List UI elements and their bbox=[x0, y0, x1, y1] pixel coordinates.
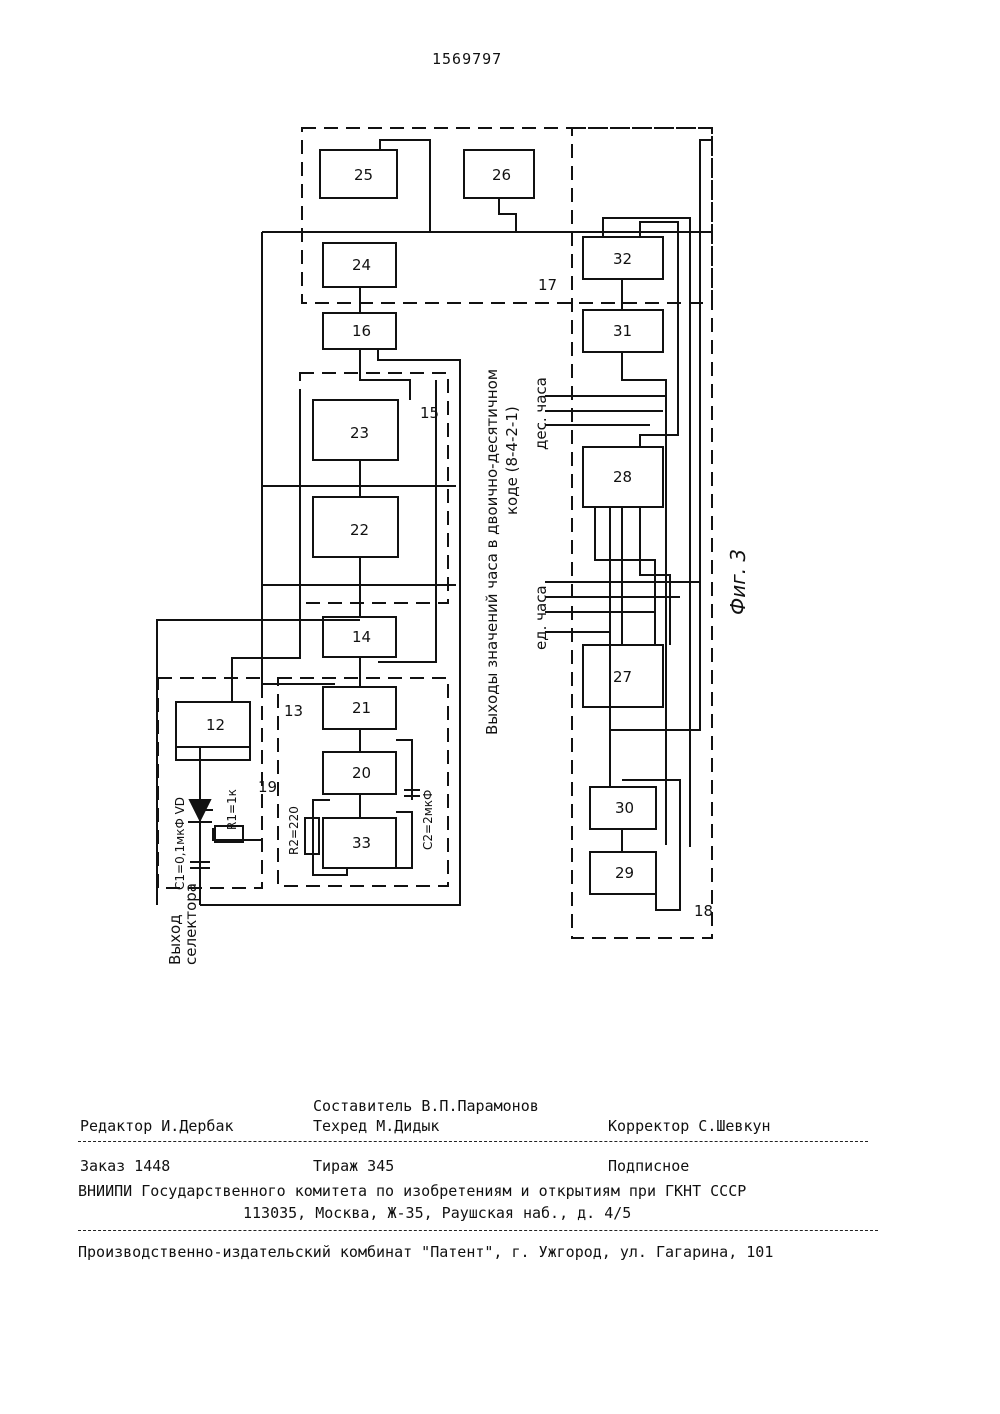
circuit-diagram: 25 26 24 16 23 22 14 21 20 33 12 32 31 2… bbox=[0, 0, 1000, 1000]
block-label: 30 bbox=[615, 799, 634, 817]
c2-label: C2=2мкФ bbox=[421, 790, 435, 850]
org-line-1: ВНИИПИ Государственного комитета по изоб… bbox=[78, 1182, 746, 1200]
dec-hours-label: дес. часа bbox=[532, 377, 550, 450]
c1-label: C1=0,1мкФ VD bbox=[173, 797, 187, 890]
block-label: 27 bbox=[613, 668, 632, 686]
group-label: 15 bbox=[420, 404, 439, 422]
block-label: 28 bbox=[613, 468, 632, 486]
group-17-outline bbox=[302, 128, 712, 303]
techred: Техред М.Дидык bbox=[313, 1117, 439, 1135]
block-label: 23 bbox=[350, 424, 369, 442]
block-label: 33 bbox=[352, 834, 371, 852]
figure-vertical-title-1: Выходы значений часа в двоично-десятично… bbox=[483, 369, 501, 735]
figure-vertical-title-2: коде (8-4-2-1) bbox=[503, 406, 521, 515]
order: Заказ 1448 bbox=[80, 1157, 170, 1175]
divider bbox=[78, 1141, 868, 1142]
block-label: 24 bbox=[352, 256, 371, 274]
block-label: 32 bbox=[613, 250, 632, 268]
block-label: 25 bbox=[354, 166, 373, 184]
block-label: 29 bbox=[615, 864, 634, 882]
r2-label: R2=220 bbox=[287, 806, 301, 855]
group-label: 17 bbox=[538, 276, 557, 294]
divider bbox=[78, 1230, 878, 1231]
block-label: 22 bbox=[350, 521, 369, 539]
input-label-2: селектора bbox=[182, 883, 200, 965]
printer: Производственно-издательский комбинат "П… bbox=[78, 1243, 773, 1261]
block-label: 14 bbox=[352, 628, 371, 646]
editor: Редактор И.Дербак bbox=[80, 1117, 234, 1135]
block-label: 26 bbox=[492, 166, 511, 184]
corrector: Корректор С.Шевкун bbox=[608, 1117, 771, 1135]
block-label: 20 bbox=[352, 764, 371, 782]
block-label: 12 bbox=[206, 716, 225, 734]
block-label: 31 bbox=[613, 322, 632, 340]
group-label: 19 bbox=[258, 778, 277, 796]
figure-caption: Фиг. 3 bbox=[726, 549, 750, 615]
circulation: Тираж 345 bbox=[313, 1157, 394, 1175]
subscription: Подписное bbox=[608, 1157, 689, 1175]
units-hours-label: ед. часа bbox=[532, 585, 550, 650]
compiler: Составитель В.П.Парамонов bbox=[313, 1097, 539, 1115]
block-label: 21 bbox=[352, 699, 371, 717]
block-label: 16 bbox=[352, 322, 371, 340]
group-label: 13 bbox=[284, 702, 303, 720]
r1-label: R1=1к bbox=[225, 789, 239, 830]
group-label: 18 bbox=[694, 902, 713, 920]
org-line-2: 113035, Москва, Ж-35, Раушская наб., д. … bbox=[243, 1204, 631, 1222]
